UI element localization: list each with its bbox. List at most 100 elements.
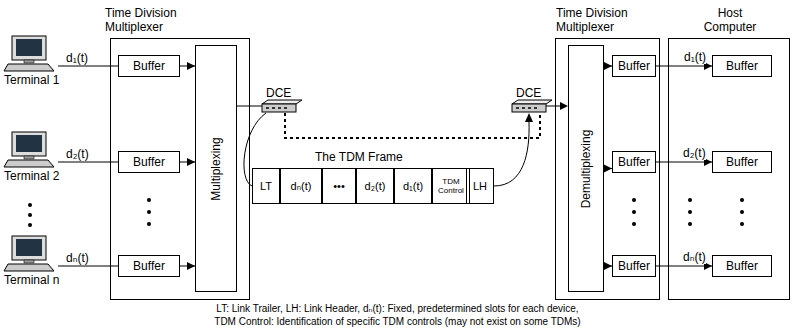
box-label: TDM Control xyxy=(433,177,469,195)
terminal-label: Terminal 1 xyxy=(4,73,59,87)
frame-slot: d₁(t) xyxy=(394,168,432,204)
terminal-label: Terminal 2 xyxy=(4,169,59,183)
modem-icon xyxy=(262,100,302,112)
vertical-label: Multiplexing xyxy=(209,137,223,200)
signal-wire xyxy=(58,66,118,67)
process-box: Buffer xyxy=(118,255,180,277)
frame-slot: ••• xyxy=(322,168,356,204)
footnote: TDM Control: Identification of specific … xyxy=(0,316,795,328)
connector-line xyxy=(656,162,712,163)
frame-slot: LT xyxy=(252,168,280,204)
modem-body xyxy=(262,104,296,112)
group-box: Time Division MultiplexerDemultiplexingB… xyxy=(555,38,660,300)
screen xyxy=(16,135,42,152)
box-label: Buffer xyxy=(618,59,650,73)
connector-arrow xyxy=(180,262,195,270)
modem-body xyxy=(512,104,546,112)
footnote: LT: Link Trailer, LH: Link Header, dₙ(t)… xyxy=(0,303,795,315)
signal-wire xyxy=(58,162,118,163)
arrow-head xyxy=(604,165,612,173)
monitor xyxy=(12,236,46,260)
arrow-head xyxy=(187,62,195,70)
device-label: DCE xyxy=(516,86,541,100)
box-label: Buffer xyxy=(726,259,758,273)
keyboard xyxy=(4,264,54,271)
modem-led xyxy=(272,107,275,109)
connector-arrow xyxy=(604,262,612,270)
box-label: dₙ(t) xyxy=(291,179,312,193)
process-box: Buffer xyxy=(712,255,772,277)
signal-label: d₂(t) xyxy=(683,146,706,160)
stand xyxy=(24,156,34,159)
process-box: Buffer xyxy=(612,151,656,173)
transmission-line xyxy=(285,113,540,138)
connector-line xyxy=(656,266,712,267)
arrow-head xyxy=(604,62,612,70)
group-heading: Time Division Multiplexer xyxy=(556,6,666,34)
process-box: Demultiplexing xyxy=(568,45,604,292)
connector-arrow xyxy=(604,165,612,173)
signal-wire xyxy=(58,266,118,267)
monitor xyxy=(12,132,46,156)
modem-led xyxy=(284,107,287,109)
process-box: Buffer xyxy=(712,55,772,77)
stand xyxy=(24,60,34,63)
signal-label: dₙ(t) xyxy=(66,251,89,265)
screen xyxy=(16,239,42,256)
arrow-head xyxy=(187,262,195,270)
ellipsis-dots xyxy=(28,198,744,227)
modem-led xyxy=(534,107,537,109)
modem-top xyxy=(512,100,552,104)
frame-slot: dₙ(t) xyxy=(280,168,322,204)
modem-led xyxy=(528,107,531,109)
group-box: Time Division MultiplexerBufferBufferBuf… xyxy=(110,38,250,300)
box-label: d₂(t) xyxy=(365,179,386,193)
group-heading: Host Computer xyxy=(700,6,760,34)
stand xyxy=(24,260,34,263)
terminal-icon xyxy=(4,36,54,71)
process-box: Buffer xyxy=(612,55,656,77)
modem-led xyxy=(266,107,269,109)
connector-line xyxy=(656,66,712,67)
group-heading: Time Division Multiplexer xyxy=(105,6,217,34)
modem-led xyxy=(278,107,281,109)
modem-led xyxy=(522,107,525,109)
box-label: Buffer xyxy=(618,259,650,273)
process-box: Buffer xyxy=(118,55,180,77)
frame-slot: TDM Control xyxy=(432,168,470,204)
box-label: Buffer xyxy=(726,155,758,169)
device-label: DCE xyxy=(266,86,291,100)
connector-arrow xyxy=(604,62,612,70)
modem-led xyxy=(516,107,519,109)
process-box: Buffer xyxy=(118,151,180,173)
process-box: Multiplexing xyxy=(195,45,237,292)
arrow-head xyxy=(525,113,533,122)
connector-arrow xyxy=(180,158,195,166)
connector-arrow xyxy=(180,62,195,70)
keyboard xyxy=(4,160,54,167)
process-box: Buffer xyxy=(612,255,656,277)
terminal-label: Terminal n xyxy=(4,273,59,287)
keyboard xyxy=(4,64,54,71)
group-heading: The TDM Frame xyxy=(315,150,445,164)
terminal-icon xyxy=(4,236,54,271)
process-box: Buffer xyxy=(712,151,772,173)
group-box: The TDM FrameLTdₙ(t)•••d₂(t)d₁(t)TDM Con… xyxy=(252,168,494,204)
arrow-head xyxy=(560,102,568,110)
frame-curve xyxy=(244,113,266,186)
screen xyxy=(16,39,42,56)
monitor xyxy=(12,36,46,60)
box-label: Buffer xyxy=(726,59,758,73)
box-label: d₁(t) xyxy=(403,179,423,193)
link-wire xyxy=(546,106,561,107)
box-label: ••• xyxy=(333,179,345,193)
frame-slot: LH xyxy=(466,168,494,204)
box-label: Buffer xyxy=(133,155,165,169)
modem-top xyxy=(262,100,302,104)
frame-slot: d₂(t) xyxy=(356,168,394,204)
box-label: LT xyxy=(260,179,272,193)
arrow-head xyxy=(187,158,195,166)
terminal-icon xyxy=(4,132,54,167)
frame-curve xyxy=(494,122,529,186)
